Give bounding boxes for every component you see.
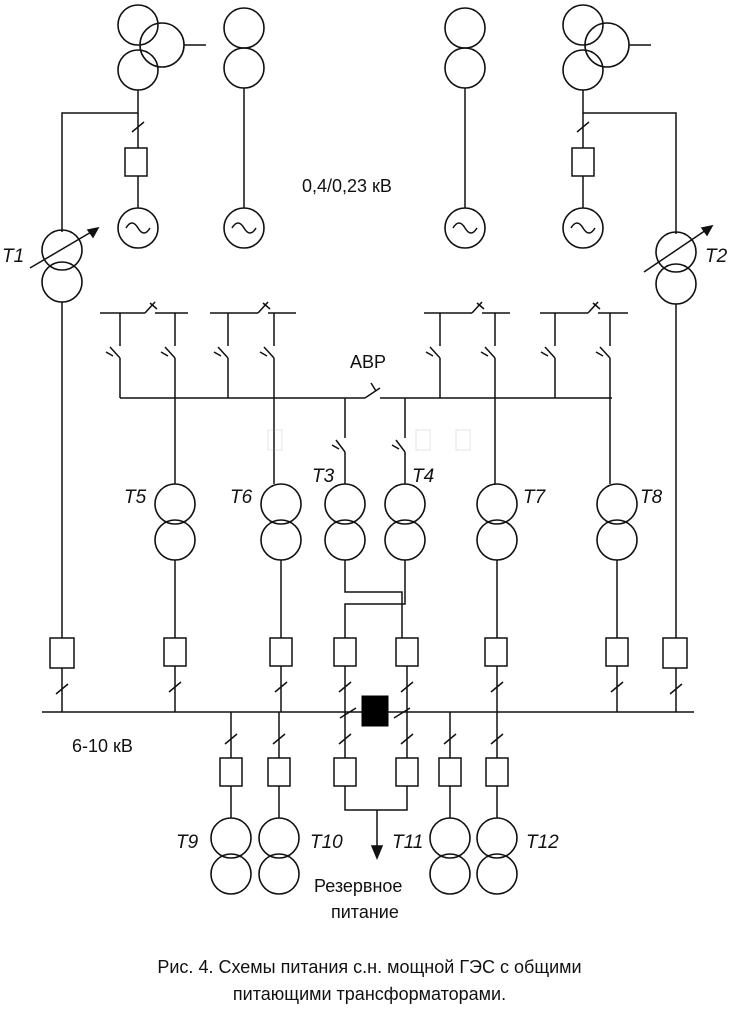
transformer-t12 [476, 817, 518, 895]
label-t6: Т6 [230, 487, 253, 508]
label-t9: Т9 [176, 832, 199, 853]
transformer-t10 [258, 817, 300, 895]
transformer-t4 [344, 483, 426, 638]
low-voltage-distribution [100, 301, 628, 484]
generator-unit-2 [223, 7, 265, 249]
label-reserve-line2: питание [331, 902, 399, 922]
transformer-t1 [29, 226, 100, 638]
label-voltage-low: 0,4/0,23 кВ [302, 176, 392, 196]
generator-unit-4 [562, 4, 677, 249]
transformer-t6 [260, 483, 302, 638]
generator-unit-1 [61, 4, 206, 249]
transformer-t8 [596, 483, 638, 638]
label-voltage-high: 6-10 кВ [72, 736, 133, 756]
label-t5: Т5 [124, 487, 147, 508]
label-t12: Т12 [526, 832, 559, 853]
transformer-t3 [324, 483, 403, 638]
placeholder-squares [267, 429, 471, 451]
caption-line-1: Рис. 4. Схемы питания с.н. мощной ГЭС с … [157, 957, 582, 977]
transformer-t5 [154, 483, 196, 638]
transformer-t7 [476, 483, 518, 638]
label-t3: Т3 [312, 466, 335, 487]
label-t7: Т7 [523, 487, 547, 508]
transformer-t9 [210, 817, 252, 895]
transformer-t11 [429, 817, 471, 895]
generator-unit-3 [444, 7, 486, 249]
label-t4: Т4 [412, 466, 434, 487]
label-t11: Т11 [392, 832, 423, 853]
transformer-t2 [643, 224, 714, 638]
label-t8: Т8 [640, 487, 663, 508]
upper-breakers [49, 637, 688, 712]
label-t1: Т1 [2, 246, 24, 267]
lower-feeders [219, 712, 509, 860]
label-t2: Т2 [705, 246, 728, 267]
main-bus-6-10kv [42, 695, 694, 727]
caption-line-2: питающими трансформаторами. [232, 984, 507, 1004]
label-reserve-line1: Резервное [314, 876, 402, 896]
label-avr: АВР [350, 352, 386, 372]
label-t10: Т10 [310, 832, 343, 853]
